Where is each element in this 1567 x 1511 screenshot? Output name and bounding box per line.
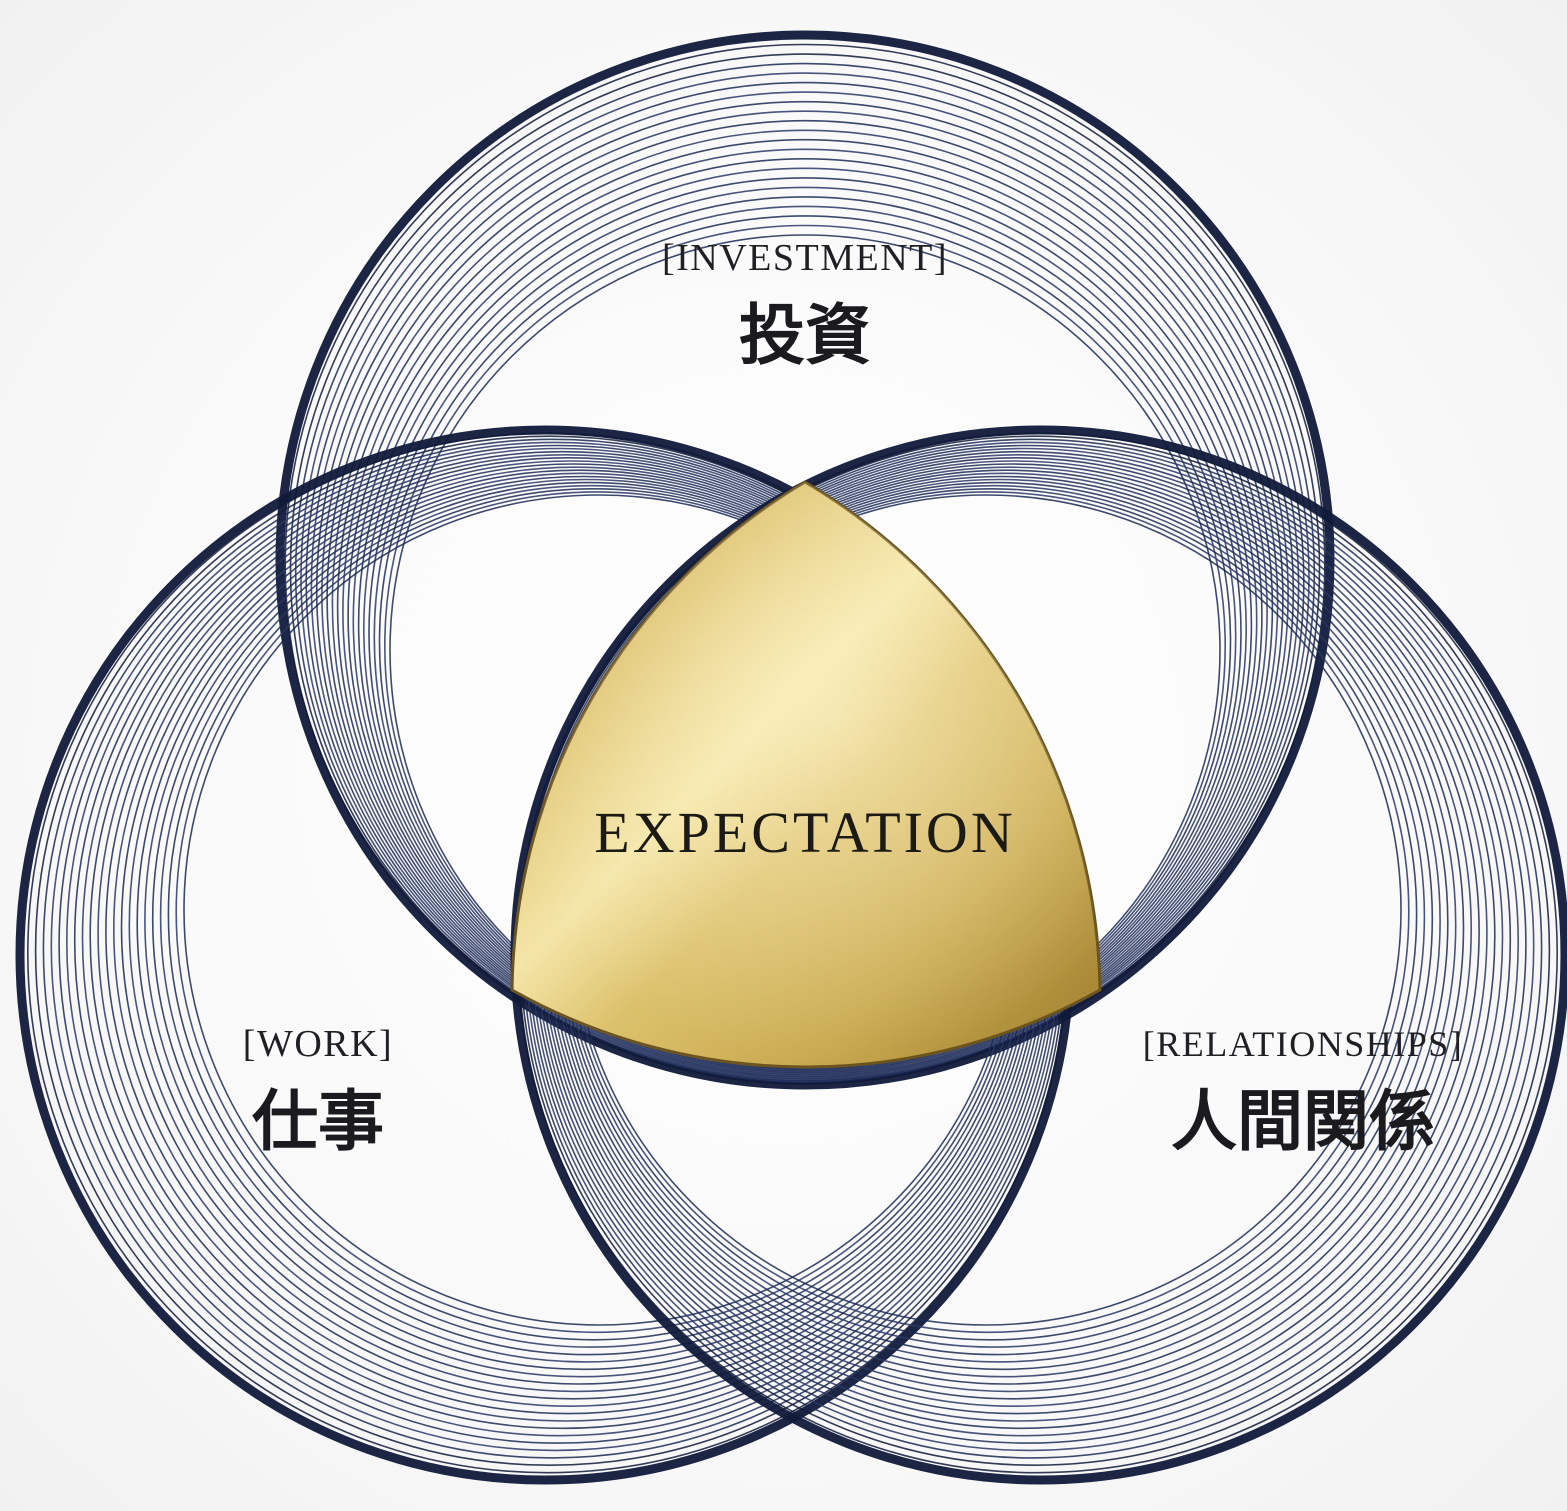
ring-line [357,177,1253,1072]
ring-line [336,138,1274,1076]
relationships-label-ja: 人間関係 [1171,1082,1435,1160]
ring-line [352,167,1258,1073]
ring-line [347,158,1263,1074]
expectation-intersection-shine [512,482,1100,1067]
ring-line [368,196,1242,1070]
ring-line [362,186,1248,1071]
work-label-ja: 仕事 [252,1082,384,1160]
investment-label-ja: 投資 [739,296,871,374]
center-label: EXPECTATION [594,800,1015,865]
investment-label-en: [INVESTMENT] [662,237,948,279]
ring-line [310,91,1300,1081]
relationships-label-en: [RELATIONSHIPS] [1143,1024,1464,1064]
ring-line [331,129,1279,1077]
ring-line [342,148,1268,1075]
ring-line [289,53,1321,1084]
ring-line [326,119,1284,1078]
ring-line [305,81,1305,1082]
ring-line [294,62,1316,1084]
work-label-en: [WORK] [243,1023,393,1065]
ring-line [315,100,1295,1080]
